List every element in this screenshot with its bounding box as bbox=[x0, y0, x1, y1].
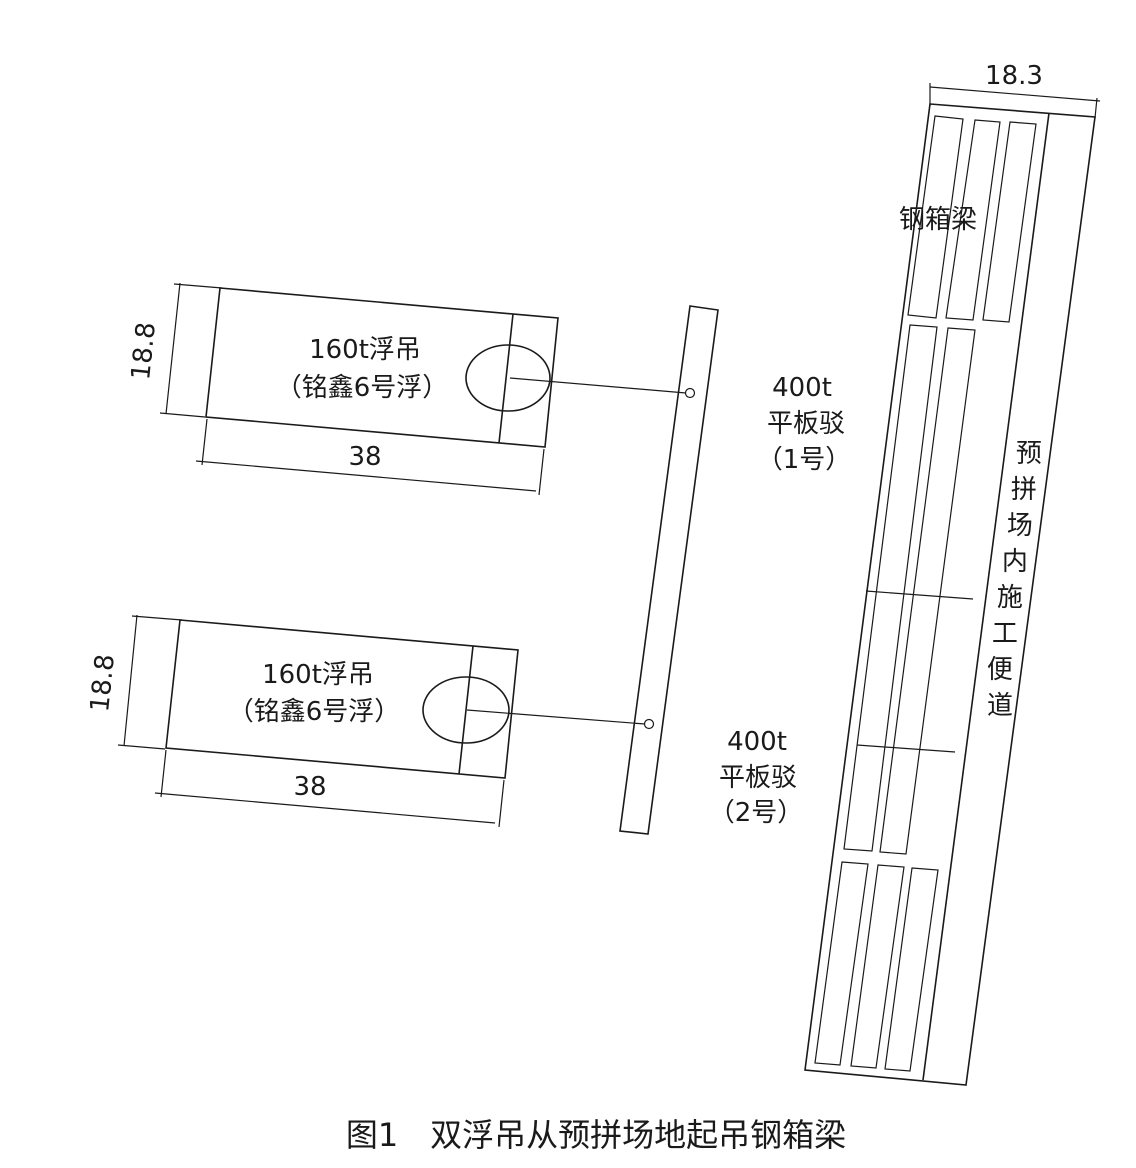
crane-top-vessel: （铭鑫6号浮） bbox=[276, 373, 449, 403]
crane-top-hook-point bbox=[684, 387, 696, 399]
crane-top-length-dim-line bbox=[195, 460, 537, 492]
steel-box-girder-label: 钢箱梁 bbox=[899, 205, 977, 235]
crane-top-cable bbox=[509, 377, 687, 394]
floating-crane-top: 18.8 38 160t浮吊 （铭鑫6号浮） bbox=[126, 282, 696, 496]
crane-top-width-label: 18.8 bbox=[126, 321, 162, 382]
pre-assembly-yard: 18.3 钢箱梁 预 拼 场 内 施 工 便 道 bbox=[804, 61, 1101, 1086]
barge-2-capacity: 400t bbox=[727, 727, 787, 757]
barge-1-capacity: 400t bbox=[772, 373, 832, 403]
lifted-box-girder bbox=[619, 305, 719, 835]
crane-bottom-length-label: 38 bbox=[293, 772, 326, 802]
construction-road-label: 预 拼 场 内 施 工 便 道 bbox=[987, 439, 1050, 721]
crane-top-hull bbox=[205, 287, 559, 448]
crane-bottom-length-ext-left bbox=[160, 749, 167, 798]
road-char-5: 施 bbox=[997, 583, 1023, 613]
crane-bottom-hull bbox=[165, 619, 519, 779]
crane-bottom-length-dim-line bbox=[154, 792, 496, 824]
yard-outline bbox=[804, 103, 1096, 1086]
crane-bottom-boom-circle bbox=[422, 676, 510, 744]
barge-1-label: 400t 平板驳 （1号） bbox=[757, 373, 852, 475]
crane-top-stern-line bbox=[498, 313, 514, 444]
road-char-4: 内 bbox=[1002, 547, 1028, 577]
girder-segment-top-2 bbox=[945, 119, 1001, 321]
crane-bottom-vessel: （铭鑫6号浮） bbox=[228, 697, 401, 727]
crane-top-width-dim-line bbox=[165, 282, 181, 415]
crane-top-width-ext-bottom bbox=[159, 412, 206, 418]
crane-bottom-width-ext-bottom bbox=[117, 744, 166, 750]
crane-top-boom-circle bbox=[465, 344, 551, 412]
girder-segment-mid-2 bbox=[879, 327, 976, 855]
yard-width-label: 18.3 bbox=[985, 61, 1043, 91]
yard-width-dim-line bbox=[929, 86, 1101, 102]
crane-bottom-cable bbox=[466, 709, 646, 725]
road-char-3: 场 bbox=[1007, 511, 1033, 541]
figure-caption: 图1 双浮吊从预拼场地起吊钢箱梁 bbox=[346, 1116, 846, 1154]
crane-top-length-ext-right bbox=[538, 448, 545, 496]
construction-road-divider bbox=[922, 112, 1050, 1081]
crane-top-width-ext-top bbox=[173, 283, 223, 289]
road-char-7: 便 bbox=[987, 655, 1013, 685]
crane-bottom-width-label: 18.8 bbox=[85, 653, 121, 714]
road-char-1: 预 bbox=[1016, 439, 1042, 469]
barge-1-type: 平板驳 bbox=[767, 409, 845, 439]
floating-crane-bottom: 18.8 38 160t浮吊 （铭鑫6号浮） bbox=[85, 614, 655, 828]
crane-bottom-length-ext-right bbox=[498, 779, 505, 828]
road-char-2: 拼 bbox=[1011, 475, 1037, 505]
crane-top-length-ext-left bbox=[201, 418, 208, 466]
barge-2-label: 400t 平板驳 （2号） bbox=[709, 727, 804, 828]
girder-segment-mid-1 bbox=[843, 324, 938, 852]
barge-2-number: （2号） bbox=[709, 798, 804, 828]
barge-1-number: （1号） bbox=[757, 445, 852, 475]
barge-1-position-line bbox=[865, 590, 974, 600]
girder-segment-bottom-1 bbox=[814, 861, 869, 1066]
crane-bottom-stern-line bbox=[458, 645, 474, 775]
girder-segment-top-3 bbox=[982, 121, 1037, 323]
crane-bottom-name: 160t浮吊 bbox=[262, 660, 374, 690]
crane-top-length-label: 38 bbox=[348, 442, 381, 472]
yard-width-ext-right bbox=[1094, 97, 1098, 119]
barge-2-type: 平板驳 bbox=[719, 763, 797, 793]
crane-top-name: 160t浮吊 bbox=[309, 335, 421, 365]
crane-bottom-width-dim-line bbox=[123, 614, 138, 747]
girder-segment-bottom-2 bbox=[850, 864, 905, 1069]
crane-bottom-width-ext-top bbox=[131, 615, 183, 621]
girder-segment-bottom-3 bbox=[884, 867, 939, 1072]
barge-2-position-line bbox=[856, 744, 956, 753]
girder-segment-top-1 bbox=[907, 115, 964, 319]
road-char-8: 道 bbox=[987, 691, 1013, 721]
crane-bottom-hook-point bbox=[643, 718, 655, 730]
road-char-6: 工 bbox=[992, 619, 1018, 649]
